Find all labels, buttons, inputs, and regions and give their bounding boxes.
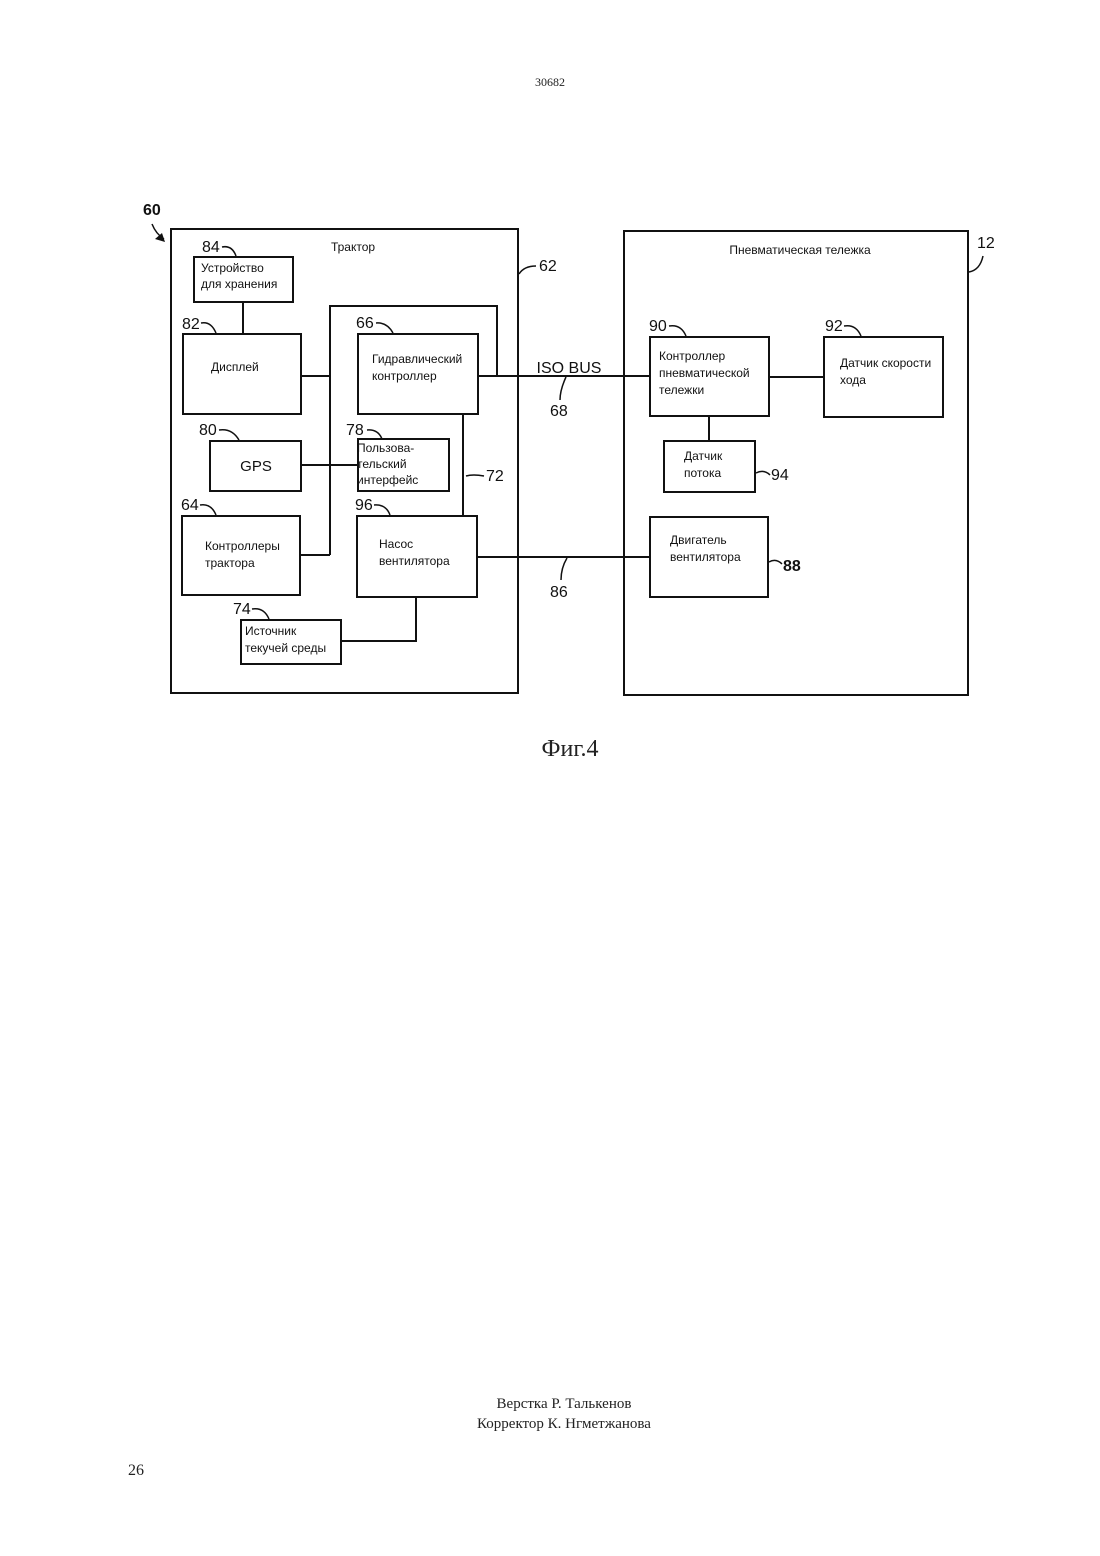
ref-96-leader [374, 505, 390, 515]
ref-88: 88 [783, 558, 801, 575]
cart-controller-label-3: тележки [659, 383, 704, 397]
cart-controller-label-2: пневматической [659, 366, 750, 380]
ref-84: 84 [202, 239, 220, 256]
ref-60-arrowhead [155, 233, 165, 242]
gps-label: GPS [240, 458, 272, 475]
pump-fluid-link [341, 597, 416, 641]
flow-sensor-label-2: потока [684, 466, 721, 480]
layout-credit: Верстка Р. Талькенов [0, 1394, 1100, 1414]
fluid-source-label-1: Источник [245, 624, 297, 638]
ref-62-leader [519, 266, 536, 274]
ref-86: 86 [550, 584, 568, 601]
display-label: Дисплей [211, 360, 259, 374]
ref-72: 72 [486, 468, 504, 485]
fluid-source-label-2: текучей среды [245, 641, 326, 655]
storage-label-2: для хранения [201, 277, 277, 291]
ref-84-leader [222, 247, 236, 256]
ref-88-leader [769, 560, 782, 564]
corrector-credit: Корректор К. Нгметжанова [0, 1414, 1100, 1434]
hydraulic-controller-label-1: Гидравлический [372, 352, 462, 366]
ref-72-leader [466, 475, 484, 476]
fan-pump-label-1: Насос [379, 537, 413, 551]
ref-80: 80 [199, 422, 217, 439]
block-diagram: Трактор Пневматическая тележка Устройств… [0, 0, 1100, 730]
ground-speed-sensor-label-1: Датчик скорости [840, 356, 931, 370]
ground-speed-sensor-label-2: хода [840, 373, 866, 387]
cart-controller-label-1: Контроллер [659, 349, 726, 363]
ref-82: 82 [182, 316, 200, 333]
ref-68-leader [560, 377, 566, 400]
tractor-title: Трактор [331, 240, 375, 254]
ref-92: 92 [825, 318, 843, 335]
fan-motor-label-2: вентилятора [670, 550, 741, 564]
ref-90: 90 [649, 318, 667, 335]
storage-label-1: Устройство [201, 261, 264, 275]
fan-motor-label-1: Двигатель [670, 533, 727, 547]
ref-94-leader [756, 471, 770, 475]
user-interface-label-3: интерфейс [357, 473, 418, 487]
ref-74-leader [252, 609, 269, 619]
ref-96: 96 [355, 497, 373, 514]
ref-68: 68 [550, 403, 568, 420]
display-box [183, 334, 301, 414]
ref-80-leader [219, 430, 239, 440]
ref-86-leader [561, 558, 567, 580]
tractor-controllers-label-1: Контроллеры [205, 539, 280, 553]
credits: Верстка Р. Талькенов Корректор К. Нгметж… [0, 1394, 1100, 1434]
iso-bus-label: ISO BUS [537, 360, 602, 377]
air-cart-frame [624, 231, 968, 695]
fan-pump-label-2: вентилятора [379, 554, 450, 568]
user-interface-label-1: Пользова- [357, 441, 414, 455]
ref-66-leader [376, 323, 393, 333]
ref-62: 62 [539, 258, 557, 275]
ref-64: 64 [181, 497, 199, 514]
figure-caption: Фиг.4 [0, 736, 1100, 763]
ref-94: 94 [771, 467, 789, 484]
page-number: 26 [128, 1462, 144, 1480]
ref-60: 60 [143, 202, 161, 219]
air-cart-title: Пневматическая тележка [729, 243, 871, 257]
ref-92-leader [844, 326, 861, 336]
flow-sensor-label-1: Датчик [684, 449, 723, 463]
ref-78: 78 [346, 422, 364, 439]
user-interface-label-2: тельский [357, 457, 407, 471]
ref-12: 12 [977, 235, 995, 252]
tractor-controllers-label-2: трактора [205, 556, 255, 570]
ref-78-leader [367, 430, 382, 439]
hydraulic-controller-label-2: контроллер [372, 369, 437, 383]
ref-74: 74 [233, 601, 251, 618]
ref-90-leader [669, 326, 686, 336]
ref-12-leader [969, 256, 983, 272]
ref-82-leader [201, 323, 216, 333]
tractor-frame [171, 229, 518, 693]
ref-66: 66 [356, 315, 374, 332]
ref-64-leader [200, 505, 216, 515]
